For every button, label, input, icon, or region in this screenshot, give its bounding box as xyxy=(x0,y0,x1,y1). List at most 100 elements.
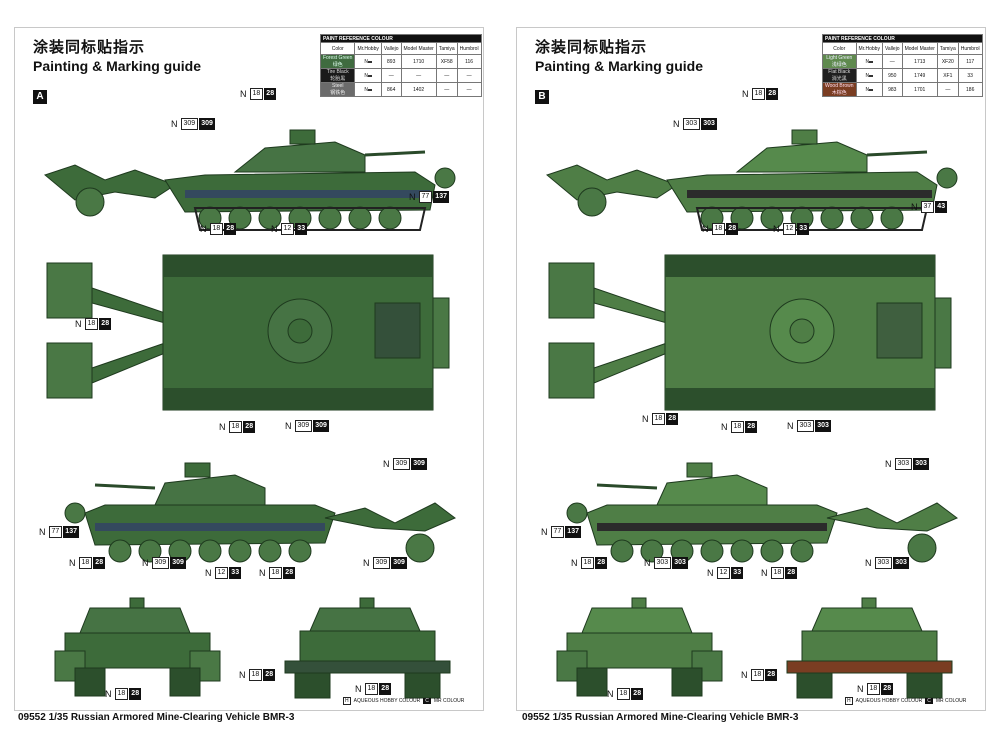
vallejo-cell: — xyxy=(881,54,903,69)
scheme-badge: B xyxy=(535,90,549,104)
instruction-page-a: 涂装同标贴指示 Painting & Marking guide A PAINT… xyxy=(14,27,484,711)
vallejo-cell: — xyxy=(380,68,402,83)
modelmaster-cell: 1701 xyxy=(901,82,938,97)
col-header: Tamiya xyxy=(936,42,959,55)
modelmaster-cell: 1713 xyxy=(901,54,938,69)
front-view-tank xyxy=(54,597,221,697)
col-header: Color xyxy=(822,42,857,55)
tamiya-cell: XF20 xyxy=(936,54,959,69)
humbrol-cell: 117 xyxy=(957,54,983,69)
side-view-tank-left xyxy=(43,129,456,231)
humbrol-cell: — xyxy=(456,82,482,97)
rear-view-tank xyxy=(284,597,451,699)
page-title-chinese: 涂装同标贴指示 xyxy=(33,38,146,56)
table-header-row: Color Mr.Hobby Vallejo Model Master Tami… xyxy=(319,42,482,55)
mrhobby-cell: N xyxy=(855,54,883,69)
side-view-tank-right xyxy=(64,462,456,563)
col-header: Mr.Hobby xyxy=(354,42,382,55)
scheme-badge: A xyxy=(33,90,47,104)
tamiya-cell: XF58 xyxy=(435,54,458,69)
side-view-tank-right xyxy=(566,462,958,563)
page-title: Painting & Marking guide xyxy=(535,58,704,74)
col-header: Humbrol xyxy=(456,42,482,55)
col-header: Vallejo xyxy=(380,42,402,55)
modelmaster-cell: — xyxy=(400,68,437,83)
modelmaster-cell: 1749 xyxy=(901,68,938,83)
footer-product-title-a: 09552 1/35 Russian Armored Mine-Clearing… xyxy=(18,712,295,723)
page-title-chinese: 涂装同标贴指示 xyxy=(535,38,648,56)
paint-reference-table: PAINT REFERENCE COLOUR Color Mr.Hobby Va… xyxy=(822,34,983,97)
humbrol-cell: 33 xyxy=(957,68,983,83)
table-caption: PAINT REFERENCE COLOUR xyxy=(822,34,983,43)
humbrol-cell: 186 xyxy=(957,82,983,97)
col-header: Tamiya xyxy=(435,42,458,55)
tamiya-cell: — xyxy=(936,82,959,97)
tamiya-cell: — xyxy=(435,82,458,97)
table-caption: PAINT REFERENCE COLOUR xyxy=(320,34,482,43)
mrhobby-cell: N xyxy=(855,82,883,97)
rear-view-tank xyxy=(786,597,953,699)
col-header: Mr.Hobby xyxy=(855,42,883,55)
col-header: Vallejo xyxy=(881,42,903,55)
front-view-tank xyxy=(556,597,723,697)
modelmaster-cell: 1402 xyxy=(400,82,437,97)
mrhobby-cell: N xyxy=(855,68,883,83)
vallejo-cell: 950 xyxy=(881,68,903,83)
col-header: Model Master xyxy=(901,42,938,55)
table-header-row: Color Mr.Hobby Vallejo Model Master Tami… xyxy=(822,42,983,55)
col-header: Humbrol xyxy=(957,42,983,55)
humbrol-cell: 116 xyxy=(456,54,482,69)
page-title: Painting & Marking guide xyxy=(33,58,202,74)
paint-reference-table: PAINT REFERENCE COLOUR Color Mr.Hobby Va… xyxy=(319,34,482,97)
col-header: Model Master xyxy=(400,42,437,55)
col-header: Color xyxy=(319,42,356,55)
tamiya-cell: — xyxy=(435,68,458,83)
top-view-tank xyxy=(548,254,952,411)
humbrol-cell: — xyxy=(456,68,482,83)
mrhobby-cell: N xyxy=(354,68,382,83)
